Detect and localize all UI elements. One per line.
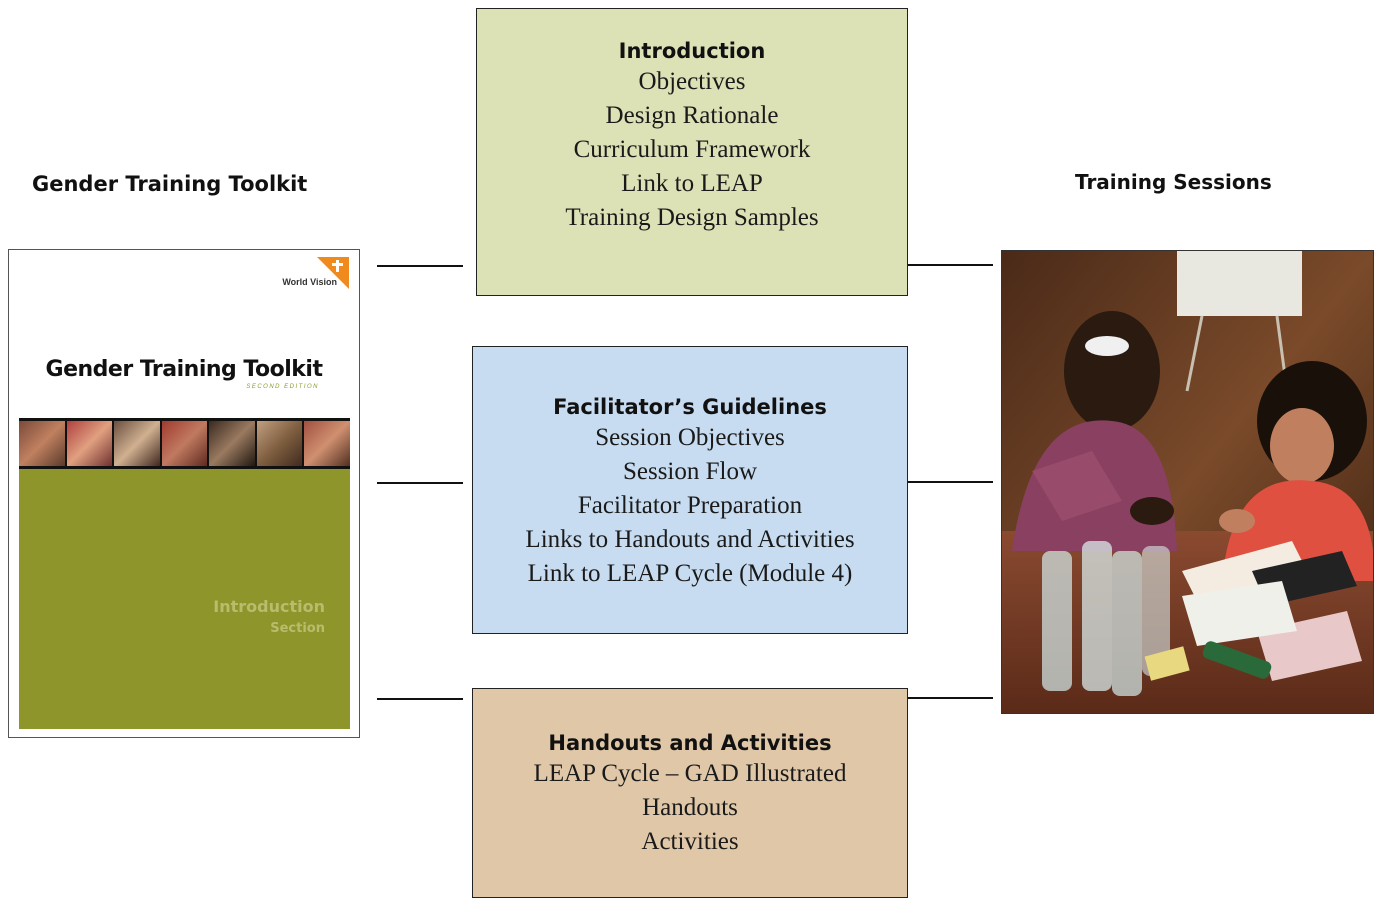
cover-section-sub: Section	[270, 621, 325, 636]
handouts-item: Handouts	[642, 794, 738, 821]
connector-right-2	[908, 481, 993, 483]
connector-left-3	[377, 698, 463, 700]
cover-photo-strip	[19, 418, 351, 469]
connector-left-2	[377, 482, 463, 484]
facilitator-item: Facilitator Preparation	[577, 492, 803, 519]
facilitator-item: Links to Handouts and Activities	[525, 526, 855, 553]
facilitator-item: Session Objectives	[595, 424, 785, 451]
cover-section-title: Introduction	[213, 597, 325, 616]
handouts-item: LEAP Cycle – GAD Illustrated	[533, 760, 847, 787]
handouts-item: Activities	[641, 828, 739, 855]
facilitator-item: Link to LEAP Cycle (Module 4)	[527, 560, 853, 587]
left-heading: Gender Training Toolkit	[32, 172, 308, 196]
connector-right-3	[908, 697, 993, 699]
right-heading: Training Sessions	[1075, 170, 1272, 194]
connector-left-1	[377, 265, 463, 267]
facilitator-title: Facilitator’s Guidelines	[553, 395, 827, 419]
introduction-item: Objectives	[638, 68, 746, 95]
cover-title: Gender Training Toolkit	[45, 357, 323, 382]
cover-edition: SECOND EDITION	[246, 384, 319, 390]
world-vision-logo-icon	[317, 257, 349, 289]
introduction-item: Curriculum Framework	[573, 136, 811, 163]
introduction-box: Introduction Objectives Design Rationale…	[476, 8, 908, 296]
cover-brand: World Vision	[282, 277, 337, 287]
training-photo-illustration	[1002, 251, 1373, 713]
handouts-title: Handouts and Activities	[548, 731, 832, 755]
introduction-item: Training Design Samples	[565, 204, 819, 231]
introduction-item: Link to LEAP	[621, 170, 763, 197]
cover-olive-panel	[19, 469, 350, 729]
introduction-item: Design Rationale	[605, 102, 779, 129]
handouts-box: Handouts and Activities LEAP Cycle – GAD…	[472, 688, 908, 898]
facilitator-item: Session Flow	[622, 458, 758, 485]
training-session-photo	[1001, 250, 1374, 714]
connector-right-1	[908, 264, 993, 266]
facilitator-box: Facilitator’s Guidelines Session Objecti…	[472, 346, 908, 634]
toolkit-cover-image: World Vision Gender Training Toolkit SEC…	[8, 249, 360, 738]
introduction-title: Introduction	[618, 39, 766, 63]
